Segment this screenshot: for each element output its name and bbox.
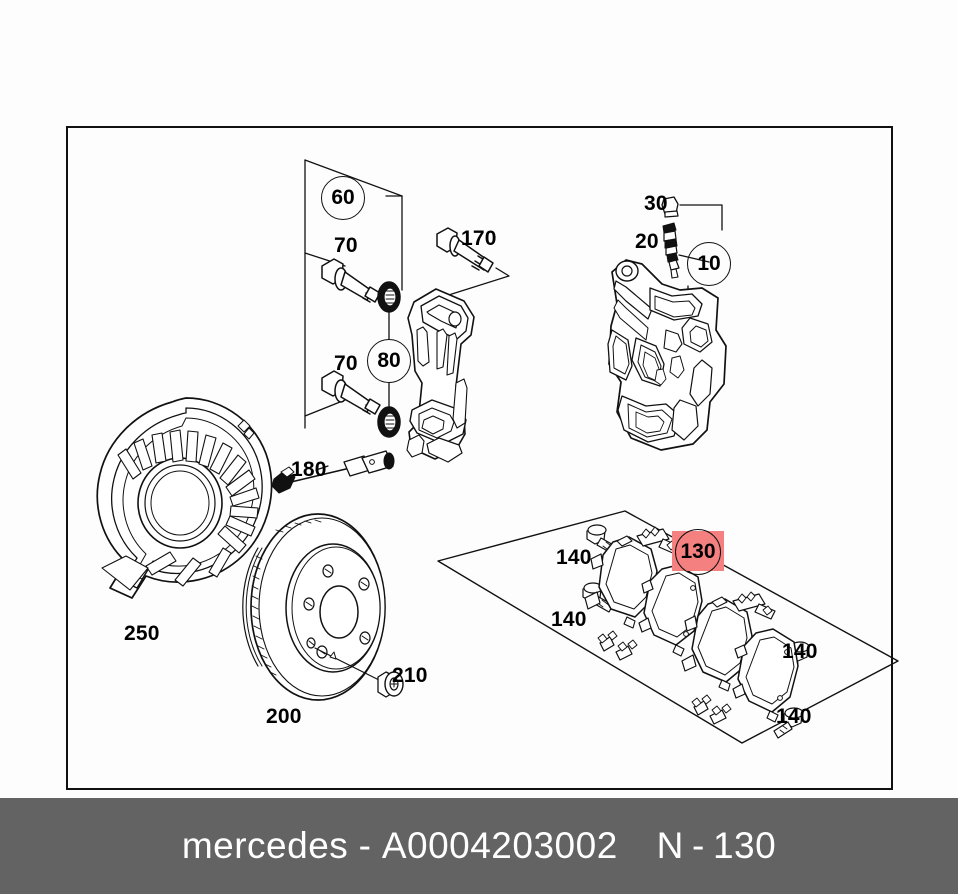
callout-bubble-130[interactable]: 130 xyxy=(675,529,721,575)
footer-part-number: A0004203002 xyxy=(381,825,618,866)
callout-label-180: 180 xyxy=(291,458,327,481)
callout-label-30: 30 xyxy=(644,192,668,215)
callout-label-70-lower: 70 xyxy=(334,352,358,375)
callout-label-140-b: 140 xyxy=(551,608,587,631)
footer-caption: mercedes - A0004203002 N - 130 xyxy=(182,825,776,867)
callout-label-140-d: 140 xyxy=(776,705,812,728)
callout-bubble-80[interactable]: 80 xyxy=(367,339,411,383)
footer-bar: mercedes - A0004203002 N - 130 xyxy=(0,798,958,894)
callout-label-210: 210 xyxy=(392,664,428,687)
callout-label-140-c: 140 xyxy=(782,640,818,663)
callout-label-70-upper: 70 xyxy=(334,234,358,257)
footer-separator-dash: - xyxy=(358,825,372,866)
footer-page-dash: - xyxy=(691,825,705,866)
callout-bubble-10[interactable]: 10 xyxy=(687,242,731,286)
callout-label-20: 20 xyxy=(635,230,659,253)
footer-brand: mercedes xyxy=(181,825,349,866)
callout-label-250: 250 xyxy=(124,622,160,645)
footer-page-prefix: N xyxy=(656,825,684,866)
callout-label-200: 200 xyxy=(266,705,302,728)
callout-label-140-a: 140 xyxy=(556,546,592,569)
callout-bubble-60[interactable]: 60 xyxy=(321,176,365,220)
footer-page-number: 130 xyxy=(712,825,777,866)
diagram-frame xyxy=(66,126,893,790)
callout-label-170: 170 xyxy=(461,227,497,250)
